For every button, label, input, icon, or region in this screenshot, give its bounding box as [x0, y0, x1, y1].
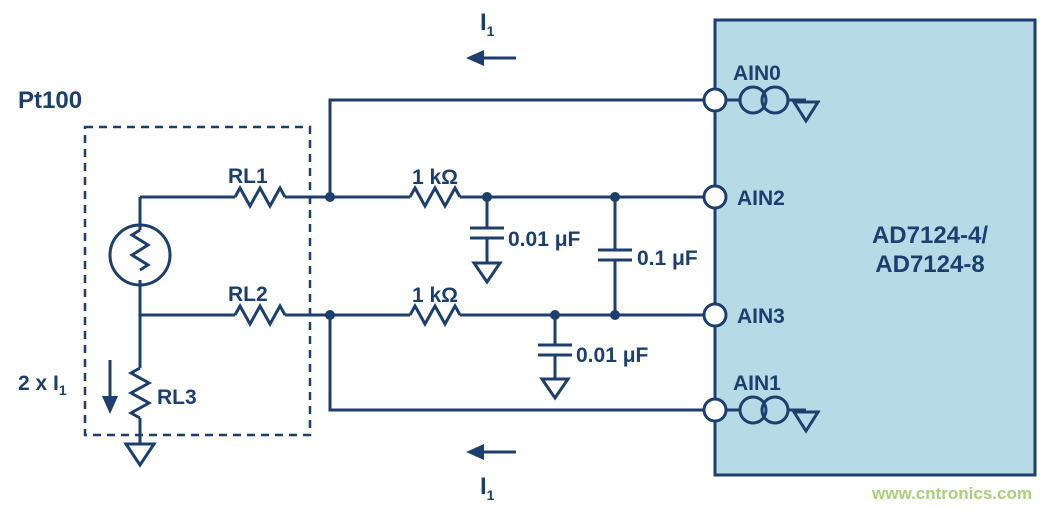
i1-bottom-arrow-icon — [466, 444, 484, 460]
junction-dots — [325, 192, 620, 320]
junction-cap-diff-bottom — [610, 310, 620, 320]
excitation-base: 2 x I — [18, 372, 59, 395]
current-source-arrow-icon — [791, 100, 821, 124]
i1-bottom-sub: 1 — [487, 487, 495, 503]
adc-pins — [702, 87, 728, 423]
rl1-label: RL1 — [228, 165, 268, 188]
i1-top-arrow-icon — [466, 50, 484, 66]
ground-icon-rl3 — [123, 442, 157, 468]
i1-top-base: I — [480, 9, 487, 36]
rtd-circle-icon — [108, 223, 172, 287]
rtd-element — [129, 228, 151, 272]
adc-name-line1: AD7124-4/ — [872, 222, 988, 249]
pin-ain3 — [702, 302, 728, 328]
junction-cap-diff-top — [610, 192, 620, 202]
junction-cap-top — [482, 192, 492, 202]
excitation-arrow-icon — [102, 396, 118, 414]
pt100-dashed-box — [83, 125, 312, 437]
ground-icon-cap-bottom — [539, 377, 571, 401]
r1k-top-label: 1 kΩ — [412, 166, 458, 189]
resistor-rl2 — [233, 302, 287, 328]
resistor-1k-top — [408, 184, 462, 210]
i1-bottom-label: I1 — [480, 473, 495, 503]
rl3-label: RL3 — [157, 386, 197, 409]
current-source-arrow-icon — [791, 410, 821, 434]
pin-label-ain2: AIN2 — [737, 187, 785, 210]
pin-label-ain0: AIN0 — [733, 62, 781, 85]
junction-cap-bottom — [550, 310, 560, 320]
pin-label-ain1: AIN1 — [733, 372, 781, 395]
sensor-label: Pt100 — [18, 87, 82, 114]
wire-to-ain0 — [328, 98, 704, 197]
current-source-ain1 — [738, 395, 821, 434]
ground-symbols — [123, 261, 571, 468]
resistors — [127, 184, 462, 420]
resistor-rl3 — [127, 366, 153, 420]
current-source-circle1 — [738, 85, 768, 115]
capacitors — [470, 226, 632, 357]
excitation-sub: 1 — [59, 382, 67, 398]
i1-top-label: I1 — [480, 9, 495, 39]
current-source-circle2 — [760, 395, 790, 425]
current-source-ain0 — [738, 85, 821, 124]
r1k-bottom-label: 1 kΩ — [412, 284, 458, 307]
junction-top-branch — [325, 192, 335, 202]
excitation-label: 2 x I1 — [18, 372, 67, 398]
pin-label-ain3: AIN3 — [737, 305, 785, 328]
ground-icon-cap-top — [471, 261, 503, 285]
watermark: www.cntronics.com — [871, 484, 1032, 503]
resistor-1k-bottom — [408, 302, 462, 328]
current-arrows — [102, 50, 516, 460]
pin-ain2 — [702, 184, 728, 210]
current-source-circle2 — [760, 85, 790, 115]
cap-diff-label: 0.1 μF — [637, 247, 698, 270]
resistor-rl1 — [233, 184, 287, 210]
pin-ain1 — [702, 397, 728, 423]
cap-bottom-label: 0.01 μF — [576, 344, 649, 367]
i1-bottom-base: I — [480, 473, 487, 500]
rl2-label: RL2 — [228, 283, 268, 306]
i1-top-sub: 1 — [487, 23, 495, 39]
junction-bottom-branch — [325, 310, 335, 320]
wire-to-ain1 — [328, 315, 704, 412]
current-source-circle1 — [738, 395, 768, 425]
adc-name-line2: AD7124-8 — [875, 251, 984, 278]
wires — [138, 98, 806, 444]
pin-ain0 — [702, 87, 728, 113]
cap-top-label: 0.01 μF — [508, 228, 581, 251]
